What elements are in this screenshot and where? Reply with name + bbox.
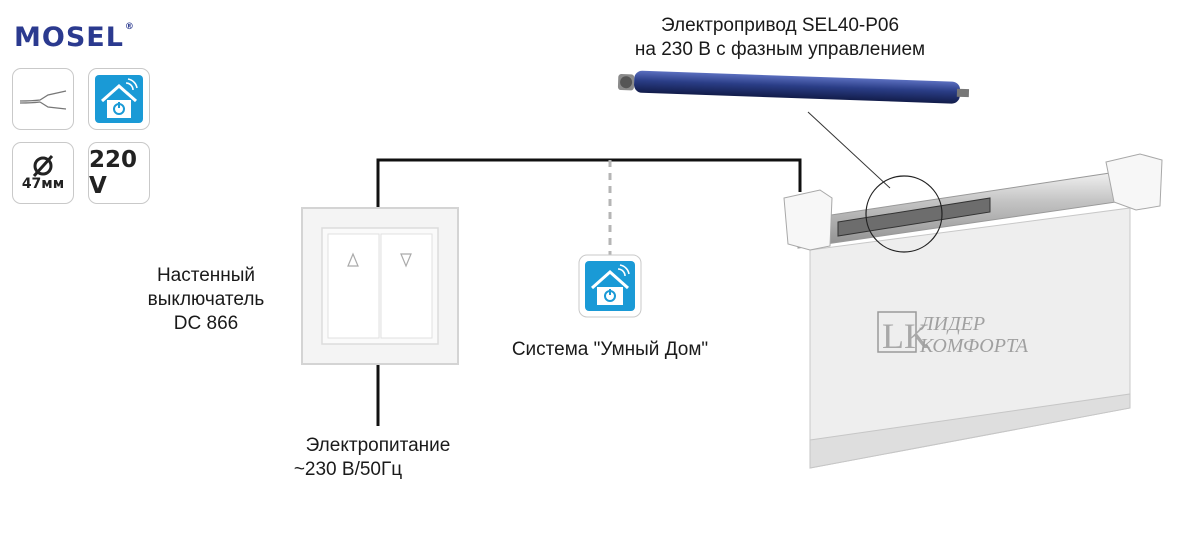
tubular-motor-image: [617, 70, 970, 104]
voltage-tile: 220 V: [88, 142, 150, 204]
watermark-line2: КОМФОРТА: [919, 335, 1029, 357]
power-label-line1: Электропитание: [305, 435, 451, 456]
diameter-icon: [32, 154, 54, 178]
voltage-badge: 220 V: [89, 147, 138, 199]
wire-cable-icon: [19, 90, 67, 110]
smart-home-system-icon: [578, 254, 642, 318]
brand-logo: MOSEL®: [14, 22, 135, 53]
registered-mark: ®: [124, 22, 135, 32]
watermark-line1: ЛИДЕР: [919, 313, 985, 335]
smart-home-icon: [95, 75, 143, 123]
motor-inside-tube: [837, 197, 991, 237]
wire-tile: [12, 68, 74, 130]
smart-home-label: Система "Умный Дом": [511, 339, 709, 360]
switch-label-line3: DC 866: [173, 313, 239, 334]
up-arrow-icon: [347, 252, 359, 267]
motor-callout-line: [807, 111, 891, 189]
diameter-value: 47мм: [21, 176, 65, 192]
smart-home-tile: [88, 68, 150, 130]
roller-blind-image: LK ЛИДЕР КОМФОРТА: [783, 153, 1163, 469]
watermark-logo: LK ЛИДЕР КОМФОРТА: [877, 311, 1029, 357]
motor-title-line1: Электропривод SEL40-P06: [660, 15, 900, 36]
switch-label-line1: Настенный: [156, 265, 256, 286]
diameter-tile: 47мм: [12, 142, 74, 204]
brand-name: MOSEL: [14, 22, 124, 53]
down-arrow-icon: [400, 253, 412, 268]
motor-location-circle: [865, 175, 943, 253]
control-wire: [376, 158, 802, 208]
switch-label-line2: выключатель: [147, 289, 265, 310]
watermark-logo-letters: LK: [882, 316, 930, 356]
motor-title-line2: на 230 В с фазным управлением: [634, 39, 926, 60]
right-bracket: [1105, 153, 1163, 211]
power-label-line2: ~230 В/50Гц: [293, 459, 403, 480]
left-bracket: [783, 189, 833, 251]
bottom-rail: [809, 393, 1131, 469]
wall-switch-image: [301, 207, 459, 365]
